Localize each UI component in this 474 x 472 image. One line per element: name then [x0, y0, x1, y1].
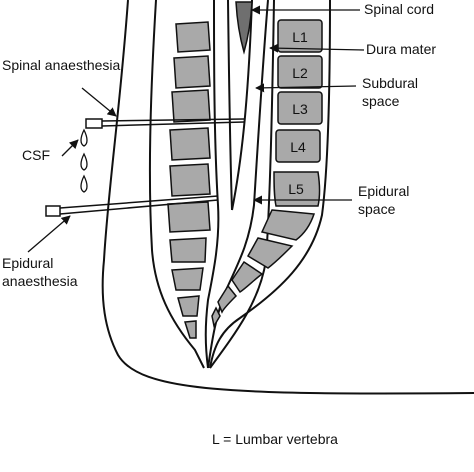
dura-mater-leader	[269, 43, 365, 53]
sacral-segments	[211, 209, 316, 329]
posterior-segment	[177, 295, 200, 317]
sacral-segment	[246, 237, 294, 269]
lumbar-vertebrae: L1 L2 L3 L4 L5	[273, 19, 323, 207]
vertebra-label-l3: L3	[292, 101, 308, 117]
posterior-segment	[167, 201, 211, 233]
sacral-segment	[217, 284, 238, 314]
sacral-segment	[211, 306, 221, 329]
csf-drop	[80, 128, 88, 147]
dura-sac-left	[204, 0, 220, 369]
subdural-space-leader	[255, 83, 357, 93]
posterior-segment	[173, 55, 211, 89]
posterior-segment	[169, 127, 211, 161]
vertebra-l4	[275, 129, 321, 163]
posterior-segment	[171, 89, 211, 123]
vertebra-l3	[277, 91, 323, 125]
spinal-needle	[85, 118, 245, 129]
vertebra-label-l2: L2	[292, 65, 308, 81]
label-dura-mater: Dura mater	[366, 41, 436, 57]
vertebra-label-l5: L5	[288, 181, 304, 197]
label-epidural-space-line2: space	[358, 201, 396, 217]
spinal-needle-shaft-bottom	[101, 121, 245, 127]
epidural-needle	[45, 195, 219, 217]
spinal-anaesthesia-leader	[81, 87, 117, 117]
vertebra-label-l1: L1	[292, 29, 308, 45]
label-subdural-line2: space	[362, 93, 400, 109]
legend-text: L = Lumbar vertebra	[212, 431, 338, 447]
posterior-segments	[167, 21, 211, 339]
sacral-segment	[231, 260, 264, 294]
vertebral-column-outer	[209, 0, 331, 369]
conus-right	[231, 0, 253, 211]
posterior-segment	[184, 320, 197, 339]
epidural-needle-shaft-bottom	[59, 199, 219, 215]
epidural-needle-shaft-top	[59, 195, 219, 209]
csf-droplets	[80, 128, 88, 193]
vertebra-l2	[277, 55, 323, 89]
conus-left	[227, 0, 233, 211]
canal-anterior-wall	[148, 0, 205, 369]
posterior-segment	[169, 237, 207, 263]
posterior-segment	[175, 21, 211, 53]
spinal-needle-hub	[85, 118, 103, 129]
vertebra-l5	[273, 171, 321, 207]
spinal-needle-shaft-top	[101, 118, 245, 122]
label-spinal-cord: Spinal cord	[364, 1, 434, 17]
epidural-anaesthesia-leader	[27, 215, 71, 253]
csf-drop	[80, 174, 88, 193]
epidural-needle-hub	[45, 205, 61, 217]
body-outline	[101, 0, 474, 395]
label-epidural-anaesthesia-line2: anaesthesia	[2, 273, 78, 289]
vertebra-l1	[277, 19, 323, 53]
label-epidural-space-line1: Epidural	[358, 183, 409, 199]
csf-drop	[80, 152, 88, 171]
leader-lines	[27, 5, 365, 253]
sacral-segment	[260, 209, 316, 241]
label-epidural-anaesthesia-line1: Epidural	[2, 255, 53, 271]
vertebra-label-l4: L4	[290, 139, 306, 155]
posterior-segment	[169, 163, 211, 197]
label-csf: CSF	[22, 147, 50, 163]
label-spinal-anaesthesia: Spinal anaesthesia	[2, 57, 121, 73]
posterior-segment	[171, 267, 204, 291]
label-subdural-line1: Subdural	[362, 75, 418, 91]
csf-leader	[61, 139, 79, 157]
